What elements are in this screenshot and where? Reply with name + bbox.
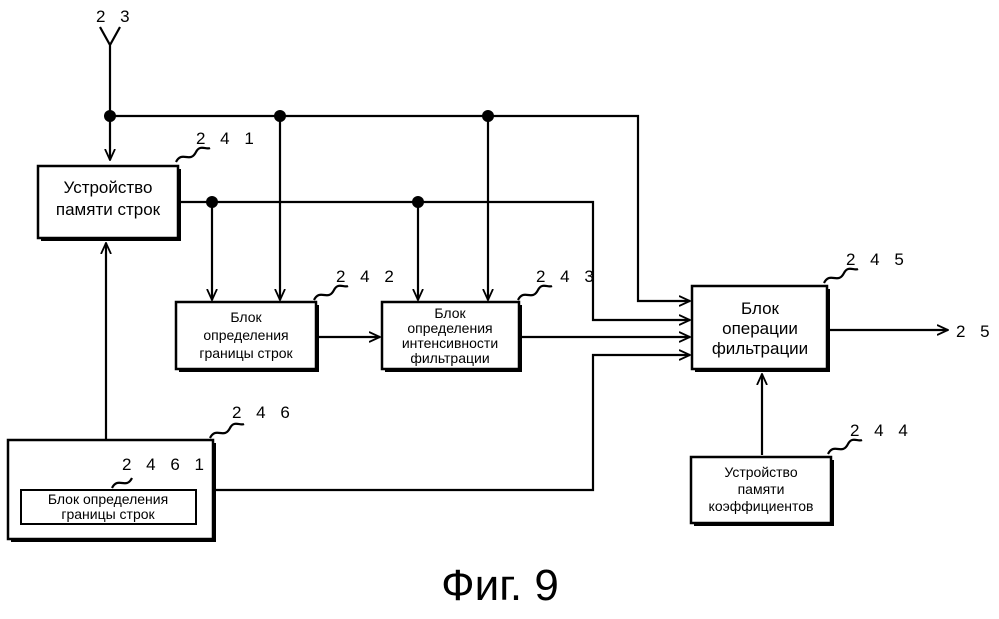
block-241-line-memory: Устройство памяти строк bbox=[38, 166, 181, 241]
block-243-line2: определения bbox=[407, 320, 492, 336]
block-244-line3: коэффициентов bbox=[709, 498, 814, 514]
block-241-line1: Устройство bbox=[64, 178, 153, 197]
block-242-line-boundary: Блок определения границы строк bbox=[176, 302, 319, 372]
leader-245 bbox=[824, 269, 858, 283]
block-243-filter-strength: Блок определения интенсивности фильтраци… bbox=[382, 302, 522, 372]
ref-242: 2 4 2 bbox=[336, 267, 399, 286]
junction-dot bbox=[412, 196, 424, 208]
block-245-line3: фильтрации bbox=[712, 339, 808, 358]
block-245-line1: Блок bbox=[741, 299, 780, 318]
junction-dot bbox=[104, 110, 116, 122]
leader-246 bbox=[210, 424, 244, 438]
block-2461-line1: Блок определения bbox=[48, 491, 168, 507]
block-243-line3: интенсивности bbox=[402, 335, 498, 351]
block-2461-line2: границы строк bbox=[61, 506, 155, 522]
block-241-line2: памяти строк bbox=[56, 200, 161, 219]
junction-dot bbox=[482, 110, 494, 122]
block-244-coefficient-memory: Устройство памяти коэффициентов bbox=[691, 457, 834, 526]
ref-2461: 2 4 6 1 bbox=[122, 455, 209, 474]
ref-241: 2 4 1 bbox=[196, 129, 259, 148]
block-245-line2: операции bbox=[722, 319, 798, 338]
ref-245: 2 4 5 bbox=[846, 250, 909, 269]
block-245-filter-operation: Блок операции фильтрации bbox=[692, 286, 830, 372]
ref-246: 2 4 6 bbox=[232, 403, 295, 422]
leader-242 bbox=[314, 286, 348, 300]
junction-dot bbox=[274, 110, 286, 122]
output-label: 2 5 bbox=[956, 322, 995, 341]
ref-243: 2 4 3 bbox=[536, 267, 599, 286]
wire-246-to-245 bbox=[216, 355, 690, 490]
figure-caption: Фиг. 9 bbox=[441, 561, 559, 610]
block-244-line1: Устройство bbox=[724, 464, 797, 480]
input-terminal-icon bbox=[100, 27, 120, 60]
block-246: Блок определения границы строк 2 4 6 1 bbox=[8, 440, 216, 542]
block-243-line4: фильтрации bbox=[410, 350, 489, 366]
block-242-line2: определения bbox=[203, 327, 288, 343]
junction-dot bbox=[206, 196, 218, 208]
leader-241 bbox=[176, 148, 210, 162]
leader-244 bbox=[828, 440, 862, 454]
block-243-line1: Блок bbox=[434, 305, 466, 321]
ref-244: 2 4 4 bbox=[850, 421, 913, 440]
block-242-line1: Блок bbox=[230, 309, 262, 325]
block-244-line2: памяти bbox=[738, 481, 785, 497]
leader-243 bbox=[518, 286, 552, 300]
input-label: 2 3 bbox=[96, 7, 135, 26]
block-242-line3: границы строк bbox=[199, 345, 293, 361]
